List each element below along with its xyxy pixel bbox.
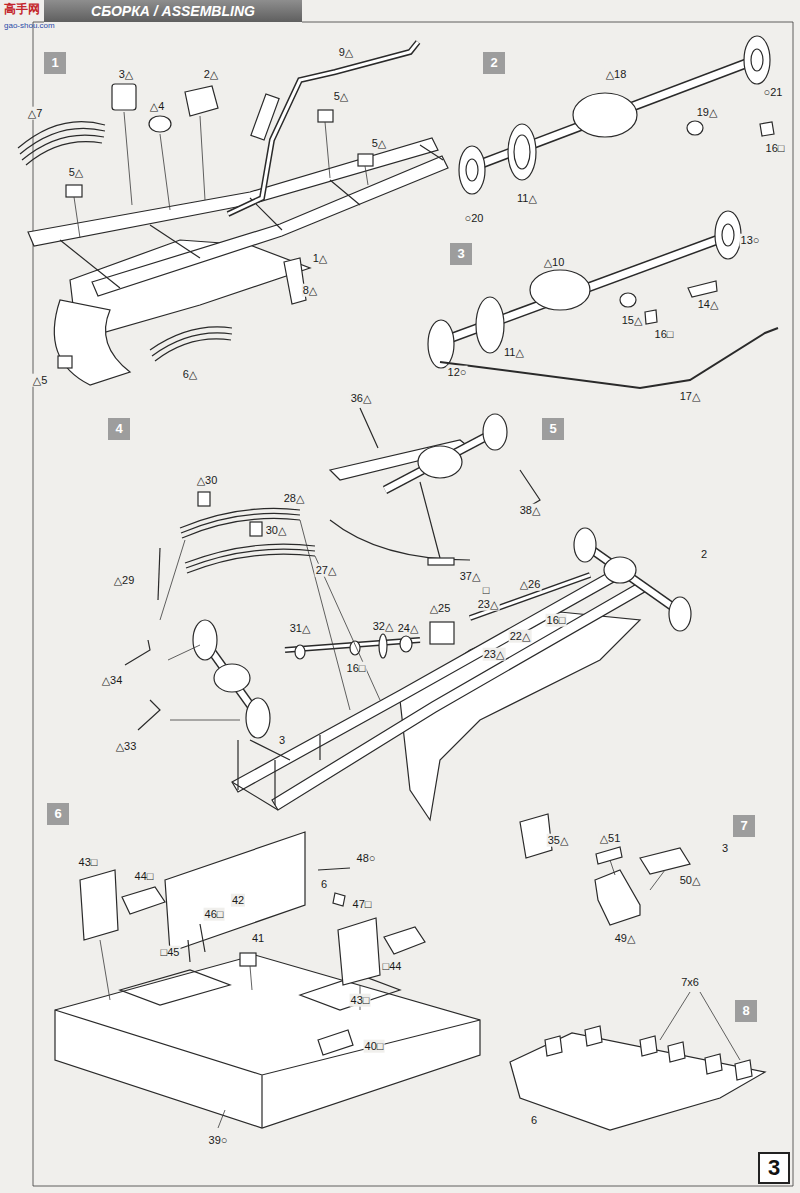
page-number: 3	[768, 1156, 780, 1180]
callout-number: 3	[278, 734, 286, 747]
callout-number: 50△	[679, 874, 702, 887]
callout-number: □44	[382, 960, 403, 973]
callout-number: △25	[429, 602, 452, 615]
callout-number: 27△	[315, 564, 338, 577]
callout-number: ○21	[763, 86, 784, 99]
callout-number: 37△	[459, 570, 482, 583]
callout-number: 12○	[447, 366, 468, 379]
callout-number: 23△	[477, 598, 500, 611]
callout-number: □	[482, 584, 491, 597]
callout-number: 40□	[364, 1040, 385, 1053]
step-number: 4	[115, 422, 122, 436]
callout-number: 7x6	[680, 976, 700, 989]
watermark: gao-shou.com	[3, 21, 56, 30]
step-number: 8	[742, 1004, 749, 1018]
callout-number: 36△	[350, 392, 373, 405]
callout-number: 46□	[204, 908, 225, 921]
callout-number: 48○	[356, 852, 377, 865]
callout-number: 2△	[203, 68, 220, 81]
step-number-box: 1	[44, 52, 66, 74]
callout-number: △10	[543, 256, 566, 269]
callout-number: △33	[115, 740, 138, 753]
callout-number: 14△	[697, 298, 720, 311]
callout-number: 1△	[312, 252, 329, 265]
callout-number: △5	[32, 374, 49, 387]
step-number: 3	[457, 247, 464, 261]
callout-number: ○20	[464, 212, 485, 225]
callout-number: 24△	[397, 622, 420, 635]
callout-number: 28△	[283, 492, 306, 505]
callout-number: 39○	[208, 1134, 229, 1147]
callout-number: 2	[700, 548, 708, 561]
callout-number: 19△	[696, 106, 719, 119]
step-number-box: 7	[733, 815, 755, 837]
callout-number: △26	[519, 578, 542, 591]
callout-number: △30	[196, 474, 219, 487]
callout-number: 23△	[483, 648, 506, 661]
callout-number: △7	[27, 107, 44, 120]
step-number-box: 8	[735, 1000, 757, 1022]
step-number: 7	[740, 819, 747, 833]
page-number-box: 3	[758, 1152, 790, 1184]
callout-number: 16□	[654, 328, 675, 341]
callout-number: 6	[530, 1114, 538, 1127]
callout-number: 42	[231, 894, 245, 907]
step-number-box: 4	[108, 418, 130, 440]
callout-number: △4	[149, 100, 166, 113]
callout-number: 38△	[519, 504, 542, 517]
header-bar: СБОРКА / ASSEMBLING	[44, 0, 302, 22]
callout-number: 6	[320, 878, 328, 891]
callout-number: 43□	[78, 856, 99, 869]
callout-number: 31△	[289, 622, 312, 635]
callout-number: 35△	[547, 834, 570, 847]
callout-number: 47□	[352, 898, 373, 911]
callout-number: 22△	[509, 630, 532, 643]
step-number-box: 3	[450, 243, 472, 265]
step-number: 5	[549, 422, 556, 436]
callout-number: 16□	[346, 662, 367, 675]
callout-number: 41	[251, 932, 265, 945]
header-title: СБОРКА / ASSEMBLING	[91, 3, 255, 19]
callout-number: 30△	[265, 524, 288, 537]
step-number-box: 5	[542, 418, 564, 440]
callout-number: 5△	[371, 137, 388, 150]
callout-number: 49△	[614, 932, 637, 945]
callout-number: △51	[599, 832, 622, 845]
watermark: 高手网	[3, 3, 41, 17]
callout-number: 16□	[765, 142, 786, 155]
callout-number: 11△	[516, 192, 538, 205]
callout-number: △34	[101, 674, 124, 687]
step-number: 1	[51, 56, 58, 70]
callout-number: △18	[605, 68, 628, 81]
callout-number: 9△	[338, 46, 355, 59]
callout-number: 32△	[372, 620, 395, 633]
callout-number: 16□	[546, 614, 567, 627]
callout-number: 43□	[350, 994, 371, 1007]
callout-number: 44□	[134, 870, 155, 883]
callout-number: □45	[160, 946, 181, 959]
callout-number: 3△	[118, 68, 135, 81]
callout-number: 3	[721, 842, 729, 855]
callout-number: 15△	[621, 314, 644, 327]
step-number: 6	[54, 807, 61, 821]
callout-number: 6△	[182, 368, 199, 381]
step-number: 2	[490, 56, 497, 70]
callout-number: 17△	[679, 390, 702, 403]
callout-number: 11△	[503, 346, 525, 359]
step-number-box: 2	[483, 52, 505, 74]
callout-number: 5△	[68, 166, 85, 179]
callout-number: 8△	[302, 284, 319, 297]
callout-number: 5△	[333, 90, 350, 103]
step-number-box: 6	[47, 803, 69, 825]
callout-number: △29	[113, 574, 136, 587]
callout-number: 13○	[740, 234, 761, 247]
